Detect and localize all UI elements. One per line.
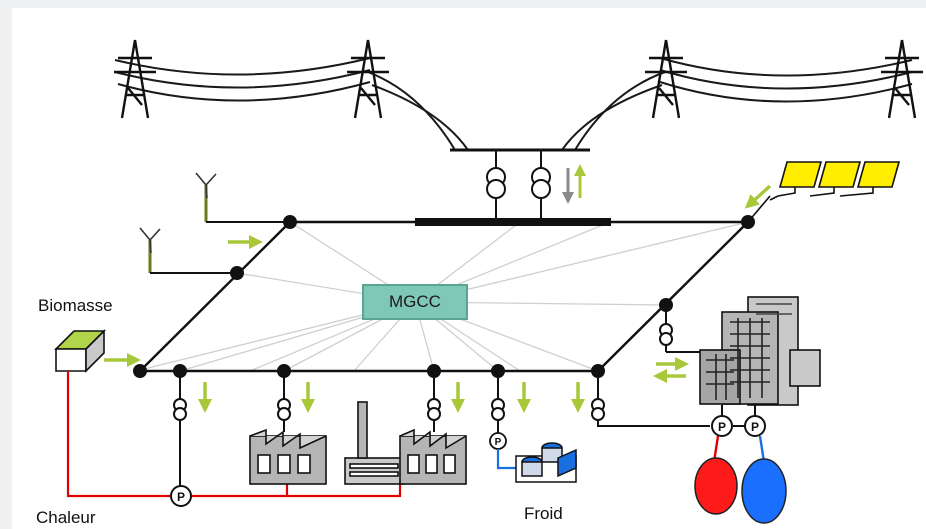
mgcc-controller: MGCC [362, 284, 468, 320]
transformer-icon [486, 150, 506, 222]
svg-text:P: P [751, 420, 759, 434]
wind-turbine-icon [195, 172, 290, 223]
pump-icon: P [170, 485, 192, 507]
svg-text:P: P [718, 420, 726, 434]
heat-network [66, 371, 402, 498]
office-building-icon [699, 296, 821, 406]
svg-text:P: P [495, 437, 502, 448]
load-arrows [198, 357, 689, 413]
transmission-line [114, 57, 913, 151]
cold-network: P [489, 432, 518, 470]
biomass-boiler-icon [54, 329, 106, 373]
factory-icon [249, 428, 327, 485]
solar-panel-icon [747, 161, 901, 223]
factory-icon [399, 428, 467, 485]
heat-label: Chaleur [36, 508, 96, 527]
chiller-icon [515, 442, 577, 483]
svg-text:P: P [177, 490, 185, 504]
pump-icon: P [711, 415, 733, 437]
pump-icon: P [744, 415, 766, 437]
cold-storage-tank-icon [741, 458, 787, 524]
factory-icon [344, 401, 404, 485]
transmission-tower-icon [645, 39, 687, 119]
power-arrow-icon [744, 184, 772, 209]
transformer-icon [531, 150, 551, 222]
transmission-tower-icon [114, 39, 156, 119]
biomass-label: Biomasse [38, 296, 113, 315]
load-feeders [173, 305, 710, 488]
wind-turbine-icon [139, 227, 237, 274]
transmission-tower-icon [347, 39, 389, 119]
hot-storage-tank-icon [694, 457, 738, 515]
transmission-tower-icon [881, 39, 923, 119]
cold-label: Froid [524, 504, 563, 523]
main-busbar [415, 218, 611, 226]
